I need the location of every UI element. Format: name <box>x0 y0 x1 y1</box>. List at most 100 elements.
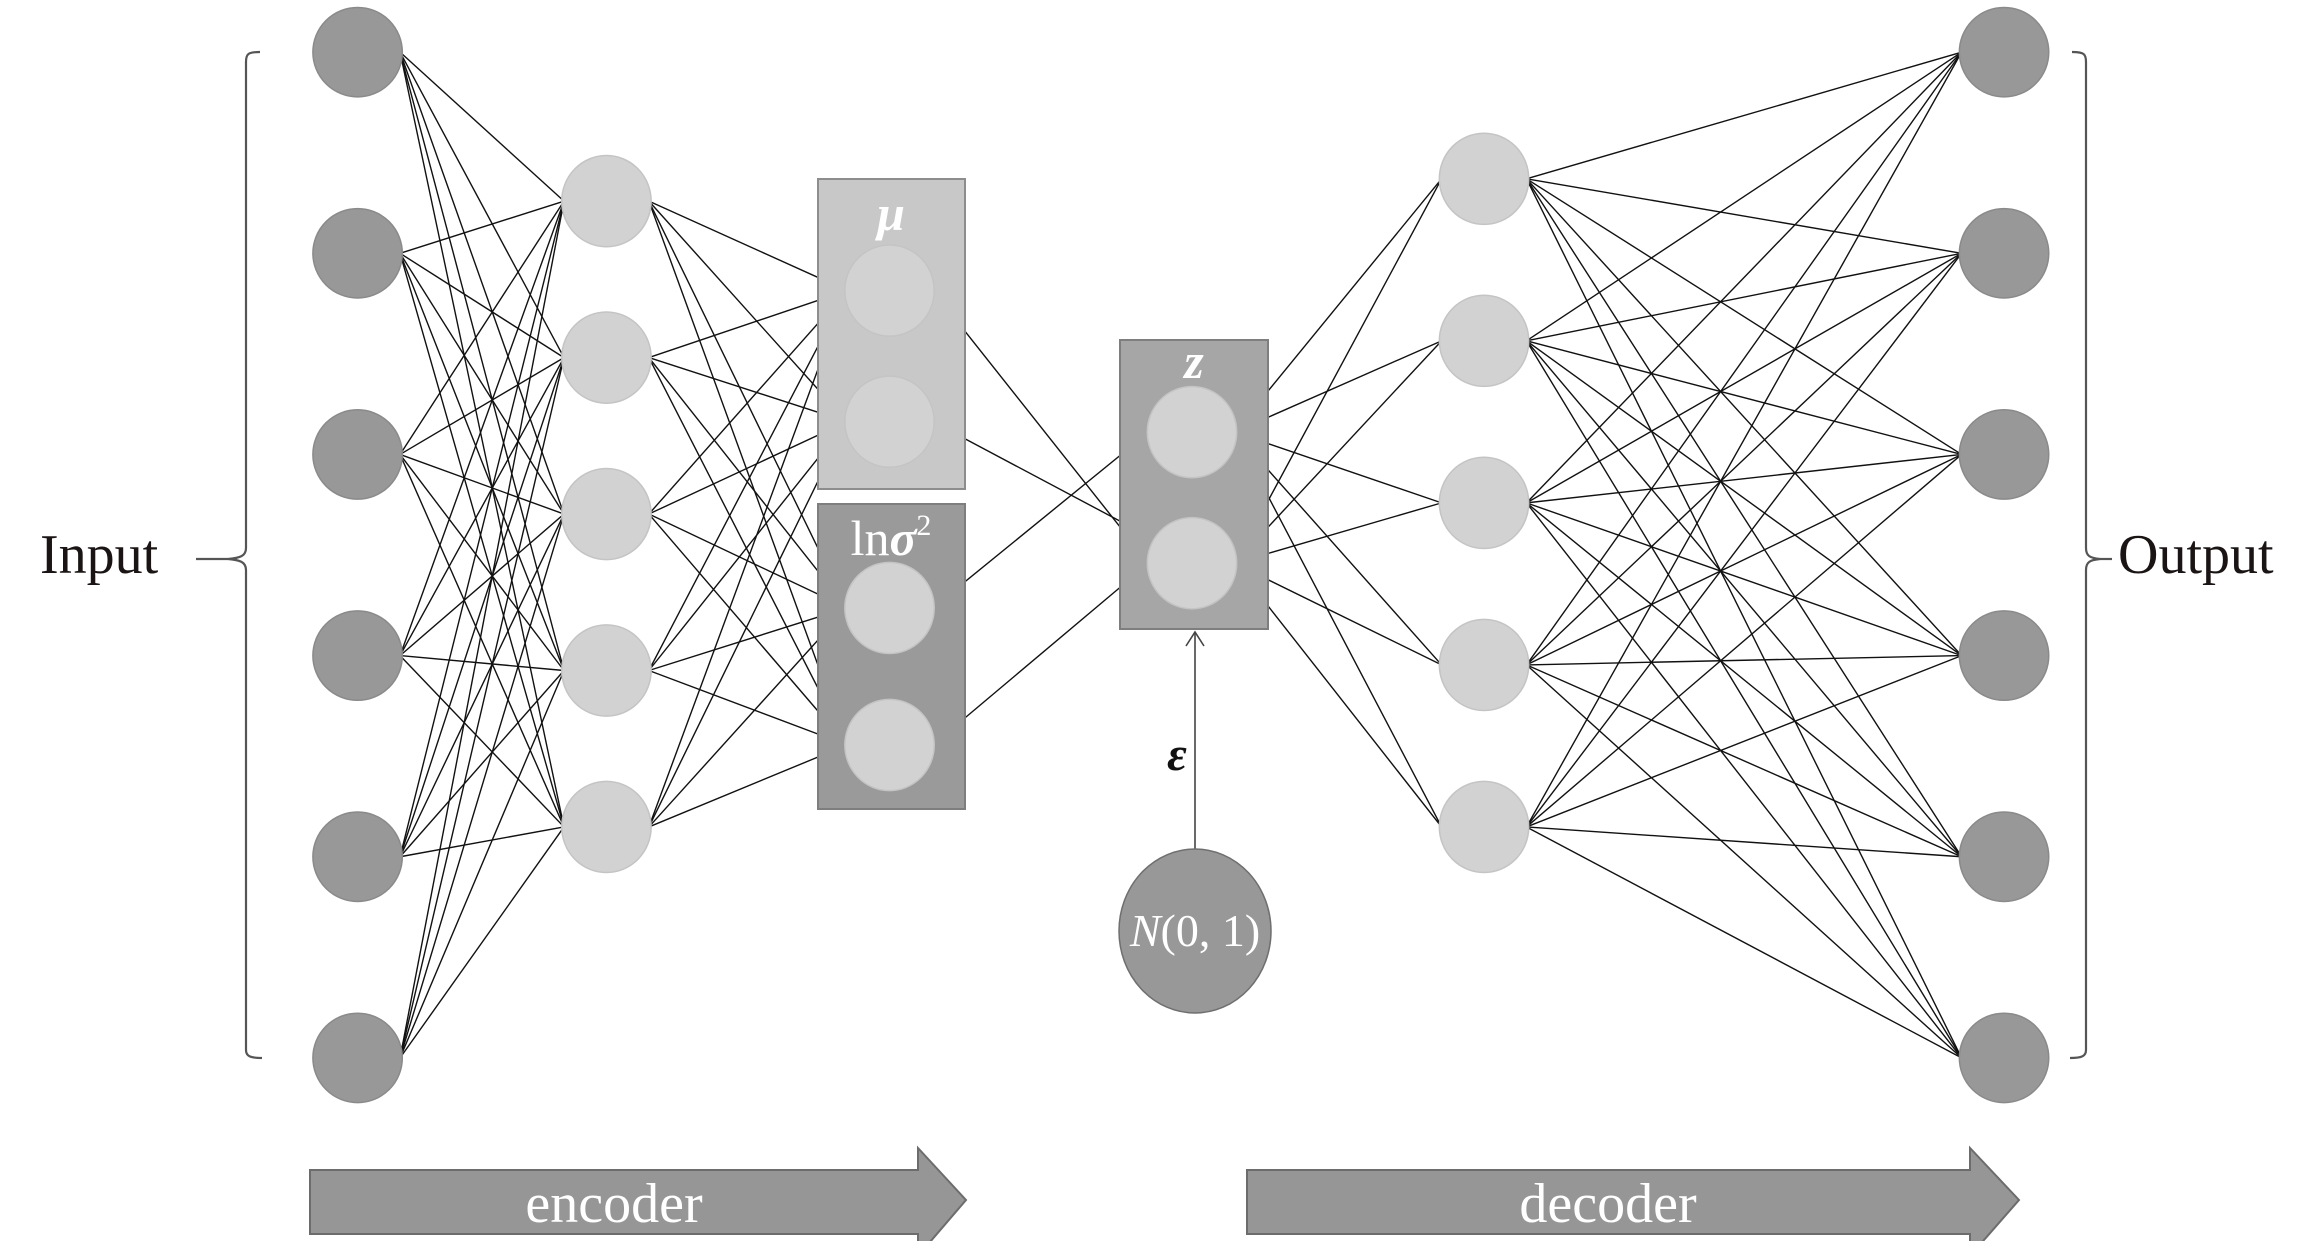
noise-node <box>1118 848 1272 1014</box>
edge-input-to-hidden <box>399 357 565 1059</box>
input-node <box>312 6 404 98</box>
encoder-hidden-node <box>560 467 652 561</box>
input-node <box>312 1012 404 1104</box>
edge-input-to-hidden <box>399 826 565 1059</box>
edge-input-to-hidden <box>399 52 565 828</box>
input-node <box>312 811 404 903</box>
edge-hidden-to-ln-sigma <box>648 513 848 746</box>
decoder-label: decoder <box>1519 1173 1697 1235</box>
edge-decoder-hidden-to-output <box>1525 178 1963 858</box>
edge-hidden-to-ln-sigma <box>648 357 848 609</box>
output-node <box>1958 811 2050 903</box>
output-label: Output <box>2118 524 2274 586</box>
edge-input-to-hidden <box>399 357 565 656</box>
edge-decoder-hidden-to-output <box>1526 252 1962 342</box>
edge-hidden-to-ln-sigma <box>648 513 848 609</box>
edge-decoder-hidden-to-output <box>1526 502 1963 858</box>
decoder-hidden-node <box>1438 294 1530 388</box>
edge-input-to-hidden <box>399 453 565 515</box>
mu-node <box>844 244 935 337</box>
edge-mu-to-z <box>932 421 1150 538</box>
encoder-label: encoder <box>525 1173 703 1235</box>
edge-decoder-hidden-to-output <box>1526 178 1962 254</box>
encoder-arrow <box>309 1145 968 1241</box>
edge-decoder-hidden-to-output <box>1525 340 1963 1059</box>
sigma-exponent: 2 <box>916 509 931 542</box>
edge-decoder-hidden-to-output <box>1526 453 1962 666</box>
edge-input-to-hidden <box>399 513 565 1059</box>
edge-hidden-to-mu <box>648 421 848 671</box>
edge-input-to-hidden <box>399 513 565 657</box>
input-node <box>312 610 404 702</box>
edge-hidden-to-ln-sigma <box>648 607 848 828</box>
ln-sigma-node <box>844 698 935 792</box>
edge-input-to-hidden <box>399 357 565 857</box>
encoder-hidden-node <box>560 311 652 404</box>
edge-input-to-hidden <box>399 200 565 455</box>
edge-input-to-hidden <box>399 51 565 358</box>
ln-sigma-node <box>844 561 935 655</box>
encoder-hidden-node <box>560 154 652 248</box>
edge-decoder-hidden-to-output <box>1526 51 1962 342</box>
output-node <box>1958 1012 2050 1104</box>
edge-input-to-hidden <box>399 454 565 671</box>
edge-input-to-hidden <box>399 253 565 828</box>
edge-decoder-hidden-to-output <box>1526 502 1962 657</box>
edge-ln-sigma-to-z <box>932 431 1150 609</box>
edge-input-to-hidden <box>399 201 565 1059</box>
network-nodes <box>312 6 2050 1104</box>
decoder-hidden-node <box>1438 456 1530 550</box>
edge-hidden-to-ln-sigma <box>648 357 848 746</box>
decoder-hidden-node <box>1438 780 1530 874</box>
decoder-hidden-node <box>1438 618 1530 712</box>
input-label: Input <box>40 524 159 586</box>
edge-hidden-to-ln-sigma <box>648 607 848 672</box>
input-bracket <box>227 50 263 1060</box>
encoder-hidden-node <box>560 624 652 717</box>
noise-args: (0, 1) <box>1161 905 1261 956</box>
decoder-arrow <box>1246 1145 2021 1241</box>
edge-decoder-hidden-to-output <box>1526 826 1962 858</box>
edge-ln-sigma-to-z <box>932 562 1150 746</box>
edge-decoder-hidden-to-output <box>1526 453 1962 504</box>
edge-decoder-hidden-to-output <box>1526 654 1962 828</box>
edge-input-to-hidden <box>399 51 565 202</box>
edge-hidden-to-mu <box>648 200 848 292</box>
edge-hidden-to-mu <box>648 356 848 423</box>
edge-input-to-hidden <box>399 356 565 456</box>
epsilon-arrow-head <box>1185 630 1205 647</box>
edge-input-to-hidden <box>399 200 565 656</box>
mu-node <box>844 375 935 469</box>
edge-hidden-to-mu <box>648 421 848 828</box>
decoder-hidden-node <box>1438 132 1530 226</box>
noise-prefix: N <box>1129 905 1163 956</box>
edge-hidden-to-mu <box>648 289 848 359</box>
edge-decoder-hidden-to-output <box>1526 340 1962 456</box>
edge-input-to-hidden <box>399 253 565 671</box>
edge-hidden-to-ln-sigma <box>648 200 848 609</box>
edge-input-to-hidden <box>400 654 565 672</box>
input-node <box>312 409 404 500</box>
encoder-hidden-node <box>560 780 652 874</box>
z-label: z <box>1182 333 1204 389</box>
edge-input-to-hidden <box>399 200 565 857</box>
edge-input-to-hidden <box>399 51 565 515</box>
edge-hidden-to-ln-sigma <box>648 744 848 828</box>
edge-input-to-hidden <box>399 454 565 828</box>
edge-decoder-hidden-to-output <box>1526 51 1963 504</box>
ln-sigma-label: lnσ2 <box>851 509 932 566</box>
edge-decoder-hidden-to-output <box>1525 252 1963 828</box>
edge-hidden-to-ln-sigma <box>648 200 848 746</box>
edge-input-to-hidden <box>399 670 565 858</box>
edge-hidden-to-mu <box>648 290 848 671</box>
output-node <box>1958 207 2050 299</box>
edge-decoder-hidden-to-output <box>1526 654 1962 666</box>
output-node <box>1958 6 2050 98</box>
edge-decoder-hidden-to-output <box>1526 664 1962 858</box>
edge-hidden-to-ln-sigma <box>648 669 848 746</box>
edge-decoder-hidden-to-output <box>1525 178 1963 1059</box>
edge-hidden-to-mu <box>648 421 848 515</box>
epsilon-label: ε <box>1167 728 1187 781</box>
edge-decoder-hidden-to-output <box>1525 51 1963 828</box>
